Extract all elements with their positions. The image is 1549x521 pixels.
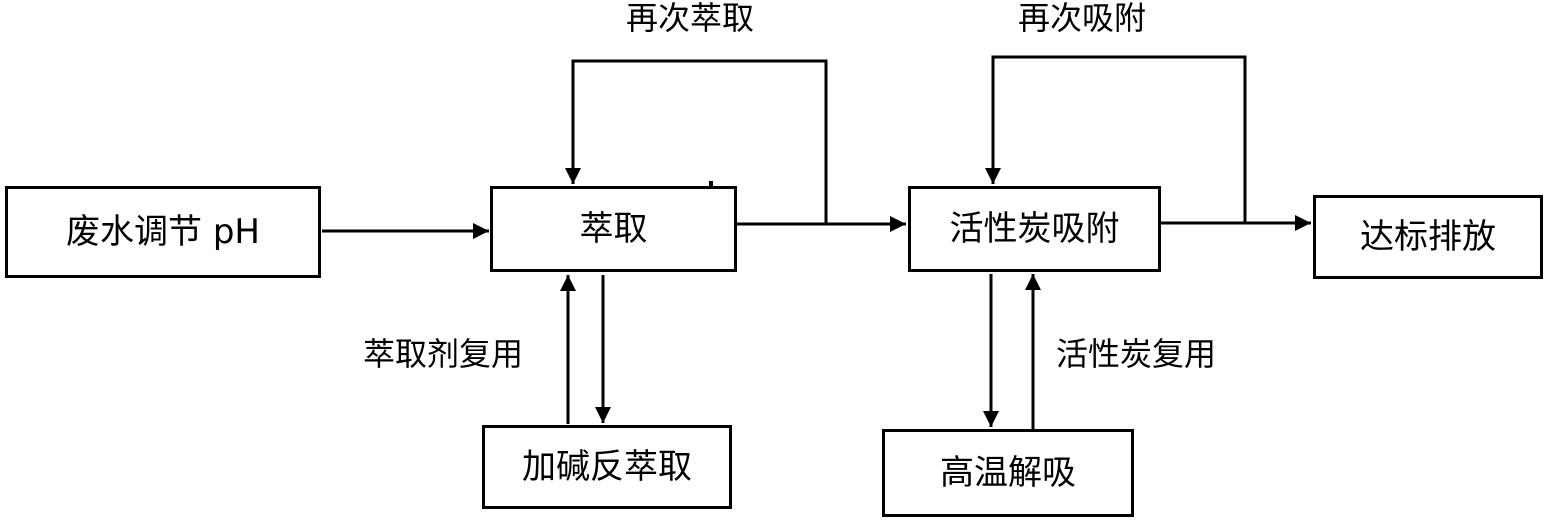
label-re-extract: 再次萃取 xyxy=(626,0,755,37)
node-extraction-label: 萃取 xyxy=(579,209,648,249)
node-extraction: 萃取 xyxy=(490,186,737,272)
label-re-adsorb: 再次吸附 xyxy=(1018,0,1147,37)
node-adjust-ph: 废水调节 pH xyxy=(5,186,321,278)
loop-re-adsorb xyxy=(985,55,1247,223)
node-back-extraction: 加碱反萃取 xyxy=(482,425,732,509)
node-discharge: 达标排放 xyxy=(1313,195,1543,279)
label-extractant-reuse: 萃取剂复用 xyxy=(363,335,524,373)
node-carbon-adsorption: 活性炭吸附 xyxy=(908,186,1161,272)
node-desorption-label: 高温解吸 xyxy=(940,453,1076,493)
label-carbon-reuse: 活性炭复用 xyxy=(1056,335,1217,373)
node-back-extraction-label: 加碱反萃取 xyxy=(522,447,692,487)
node-desorption: 高温解吸 xyxy=(882,429,1134,517)
node-carbon-adsorption-label: 活性炭吸附 xyxy=(949,209,1120,249)
node-adjust-ph-label: 废水调节 pH xyxy=(66,212,260,252)
loop-re-extract xyxy=(565,59,828,224)
node-discharge-label: 达标排放 xyxy=(1360,217,1496,257)
